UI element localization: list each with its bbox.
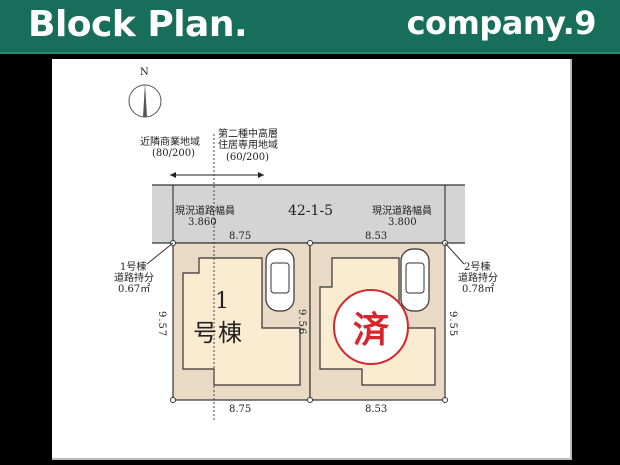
lot-1-depth-left: 9.57 — [156, 311, 167, 338]
sold-stamp: 済 — [333, 289, 409, 365]
lot-1-road-share-title: 1号棟 — [120, 262, 147, 273]
road-width-left-label: 現況道路幅員 — [175, 206, 235, 217]
road-width-left-value: 3.860 — [188, 217, 217, 228]
lot-2-road-share-area: 0.78㎡ — [462, 284, 495, 295]
lot-1-road-share-area: 0.67㎡ — [118, 284, 151, 295]
zoning-left-name: 近隣商業地域 — [140, 137, 200, 148]
lot-2-road-share-title: 2号棟 — [464, 262, 491, 273]
zoning-right-name-2: 住居専用地域 — [218, 140, 278, 151]
page-title: Block Plan. — [28, 4, 248, 45]
company-name: company.9 — [406, 4, 597, 42]
lot-2-frontage-bottom: 8.53 — [365, 404, 388, 415]
road-width-right-value: 3.800 — [388, 217, 417, 228]
lot-2-depth-right: 9.55 — [447, 311, 458, 338]
road-code: 42-1-5 — [288, 203, 334, 219]
lot-1-frontage-top: 8.75 — [229, 231, 252, 242]
lot-1-frontage-bottom: 8.75 — [229, 404, 252, 415]
car-icon — [400, 248, 430, 312]
block-plan-sheet: N 近隣商業地域 (80/200) 第二種中高層 住居専用地域 (60/200)… — [52, 59, 572, 460]
lot-1-depth-right: 9.56 — [296, 309, 307, 336]
lot-1-name: 号棟 — [193, 319, 243, 347]
north-arrow-icon — [128, 83, 162, 118]
lot-2-road-share-label: 道路持分 — [458, 273, 498, 284]
lot-2-frontage-top: 8.53 — [365, 231, 388, 242]
lot-1-building — [182, 257, 301, 386]
zoning-right-name-1: 第二種中高層 — [218, 129, 278, 140]
lot-1-road-share-label: 道路持分 — [114, 273, 154, 284]
site-plan-drawing — [128, 83, 465, 421]
zoning-left-ratio: (80/200) — [152, 148, 195, 159]
road-area — [152, 185, 465, 243]
road-width-right-label: 現況道路幅員 — [372, 206, 432, 217]
compass-label: N — [140, 67, 149, 78]
zoning-right-ratio: (60/200) — [226, 152, 269, 163]
car-icon — [265, 248, 295, 312]
page-header: Block Plan. company.9 — [0, 0, 620, 54]
lot-1-number: 1 — [215, 289, 229, 314]
